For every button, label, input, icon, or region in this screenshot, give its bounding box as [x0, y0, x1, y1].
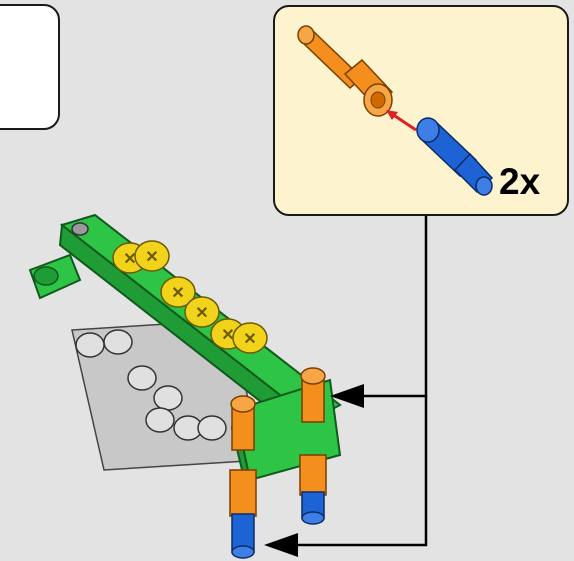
svg-text:✕: ✕	[171, 285, 184, 302]
svg-text:✕: ✕	[123, 251, 136, 268]
yellow-bush-icon: ✕	[160, 276, 196, 308]
svg-text:✕: ✕	[195, 305, 208, 322]
yellow-bush-group: ✕ ✕ ✕ ✕ ✕ ✕	[112, 240, 268, 354]
pointer-arrow-icon	[330, 384, 364, 408]
model-orange-pin-icon	[229, 395, 257, 517]
svg-text:✕: ✕	[221, 327, 234, 344]
quantity-label: 2x	[499, 161, 541, 202]
insert-arrow-icon	[386, 110, 417, 132]
blue-axle-pin-icon	[416, 117, 494, 196]
svg-text:✕: ✕	[145, 249, 158, 266]
orange-pin-icon	[297, 25, 394, 117]
model-blue-pin-icon	[301, 491, 325, 525]
model-blue-pin-icon	[231, 513, 255, 559]
step-number-box	[0, 4, 60, 130]
model-orange-pin-icon	[299, 367, 327, 496]
svg-text:✕: ✕	[243, 331, 256, 348]
yellow-bush-icon: ✕	[134, 240, 170, 272]
callout-leader-lines	[264, 216, 428, 557]
yellow-bush-icon: ✕	[184, 296, 220, 328]
yellow-bush-icon: ✕	[232, 322, 268, 354]
pointer-arrow-icon	[264, 533, 298, 557]
